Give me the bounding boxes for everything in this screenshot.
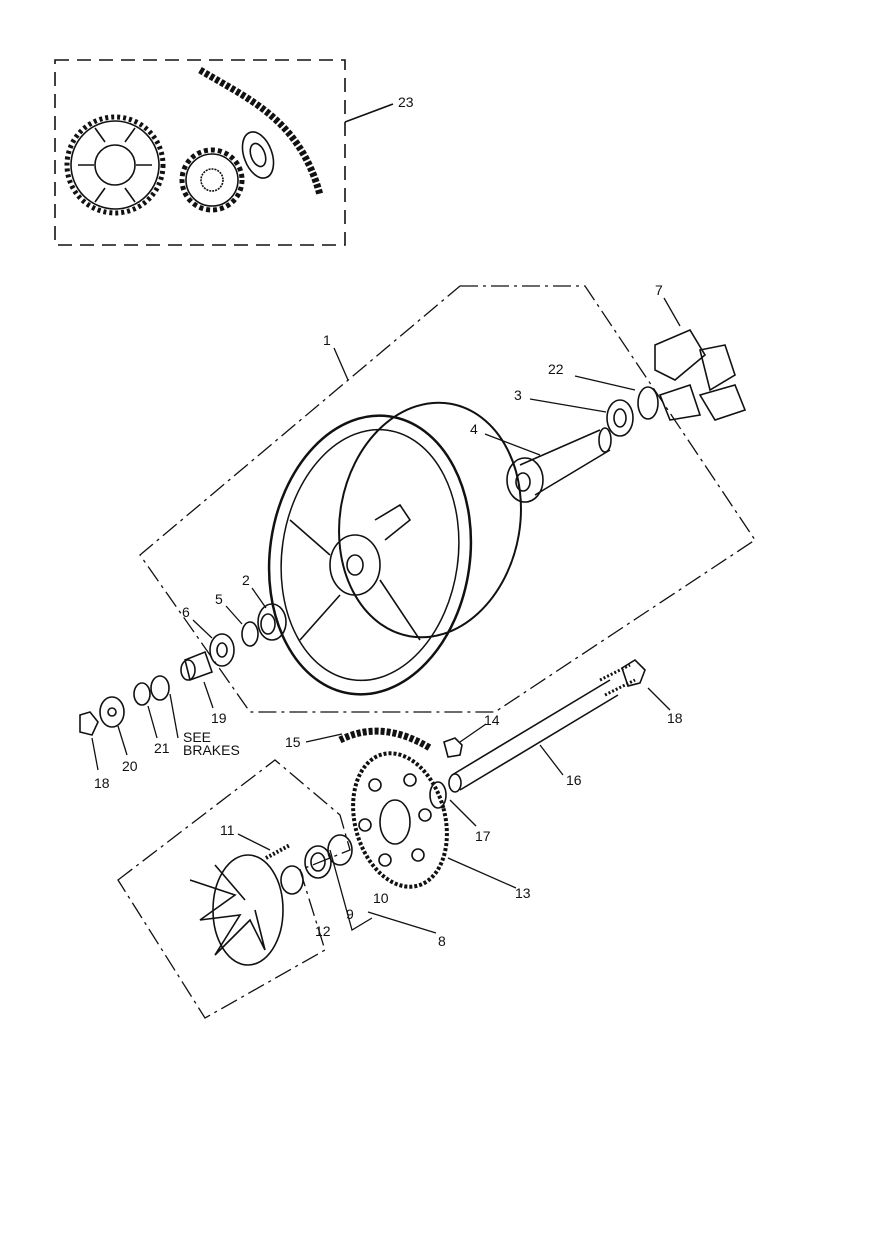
bearing-12-icon <box>280 865 304 895</box>
bearing-2-icon <box>257 603 287 641</box>
seal-6-icon <box>209 633 235 667</box>
bracket-8 <box>329 849 373 931</box>
callout-4: 4 <box>470 421 478 437</box>
callout-13: 13 <box>515 885 531 901</box>
callout-17: 17 <box>475 828 491 844</box>
sprocket-carrier-boundary <box>117 759 351 1019</box>
stud-11-icon <box>265 843 291 860</box>
callout-7: 7 <box>655 282 663 298</box>
retaining-washer-icon <box>241 131 275 179</box>
callout-10: 10 <box>373 890 389 906</box>
callout-22: 22 <box>548 361 564 377</box>
callout-1: 1 <box>323 332 331 348</box>
callout-9: 9 <box>346 906 354 922</box>
rear-sprocket-icon <box>64 114 166 216</box>
bearing-9-icon <box>304 845 332 879</box>
callout-12: 12 <box>315 923 331 939</box>
rear-wheel-icon <box>267 401 522 696</box>
callout-6: 6 <box>182 604 190 620</box>
sprocket-carrier-icon <box>189 854 284 966</box>
callout-19: 19 <box>211 710 227 726</box>
leader-line <box>344 103 394 123</box>
chain-15-icon <box>338 727 432 752</box>
callout-11: 11 <box>220 822 235 838</box>
callout-8: 8 <box>438 933 446 949</box>
bearing-3-icon <box>606 399 634 437</box>
drive-chain-icon <box>198 66 324 196</box>
wheel-spacer-icon <box>506 427 612 503</box>
adjuster-20-icon <box>99 696 125 728</box>
nut-14-icon <box>443 737 463 758</box>
see-brakes-note-line1: SEE <box>183 729 212 745</box>
spacer-19-icon <box>180 650 214 682</box>
sprocket-chain-kit-inset <box>54 59 394 246</box>
bearing-17-icon <box>429 781 447 809</box>
spacer-21-icon <box>133 675 170 706</box>
rear-axle-icon <box>448 663 636 793</box>
rear-sprocket-13-icon <box>351 751 449 889</box>
callout-14: 14 <box>484 712 500 728</box>
callout-2: 2 <box>242 572 250 588</box>
callout-23: 23 <box>398 94 414 110</box>
callout-5: 5 <box>215 591 223 607</box>
callout-16: 16 <box>566 772 582 788</box>
nut-18-right-icon <box>621 658 646 687</box>
callout-3: 3 <box>514 387 522 403</box>
callout-20: 20 <box>122 758 138 774</box>
leader-lines <box>91 297 681 934</box>
wheel-assembly-boundary <box>139 285 756 713</box>
front-sprocket-icon <box>179 147 245 213</box>
see-brakes-note-line2: BRAKES <box>183 742 240 758</box>
callout-18-left: 18 <box>94 775 110 791</box>
nut-18-left-icon <box>79 711 99 736</box>
callout-21: 21 <box>154 740 170 756</box>
callout-15: 15 <box>285 734 301 750</box>
cush-drive-rubbers-icon <box>654 328 747 421</box>
o-ring-22-icon <box>637 386 659 420</box>
circlip-5-icon <box>241 621 259 647</box>
callout-18-right: 18 <box>667 710 683 726</box>
seal-10-icon <box>327 834 353 866</box>
